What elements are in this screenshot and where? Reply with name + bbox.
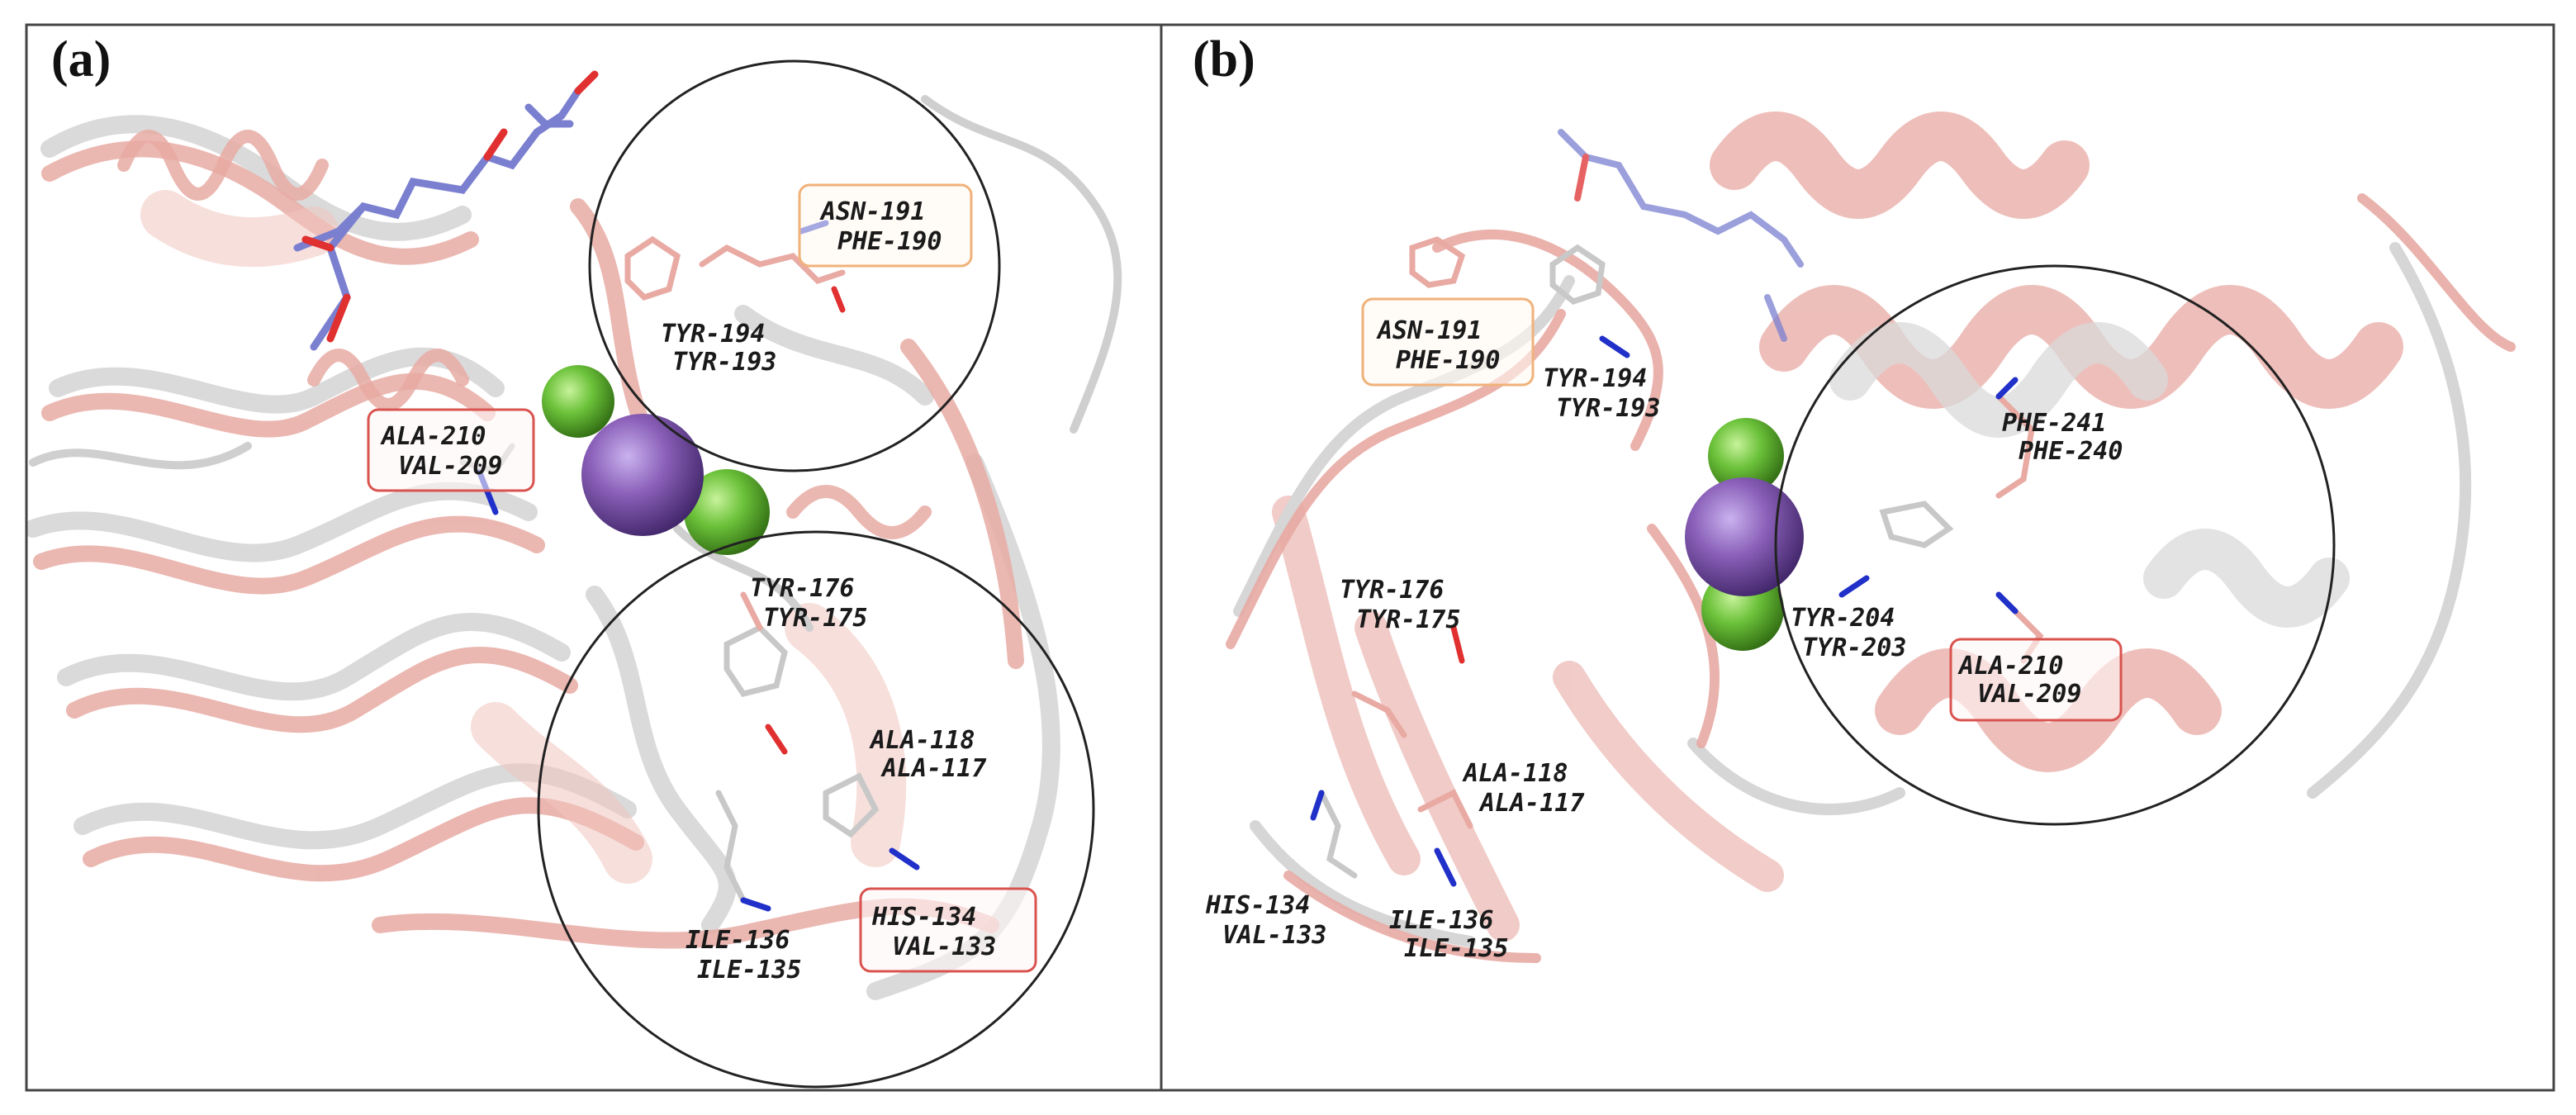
metal-ion [581, 414, 704, 536]
ion-spheres-b [1685, 418, 1804, 651]
metal-ion [1685, 477, 1804, 596]
chloride-ion-1 [542, 365, 614, 438]
panel-label-b: (b) [1193, 31, 1255, 88]
ligand-sticks [293, 70, 599, 351]
chloride-ion-2 [684, 469, 770, 555]
chloride-ion-1 [1708, 418, 1784, 494]
label-box-asn191 [1361, 297, 1535, 387]
label-box-ala210 [367, 408, 535, 492]
label-box-his134 [859, 887, 1037, 973]
figure-frame [25, 23, 2555, 1092]
highlight-circle-lower [537, 530, 1095, 1089]
ion-spheres [542, 365, 770, 555]
label-box-asn191 [798, 183, 973, 268]
panel-a-protein-cartoon [26, 70, 1122, 1000]
label-box-ala210 [1949, 638, 2123, 722]
panel-label-a: (a) [51, 31, 111, 88]
ligand-sticks-b [1558, 129, 1804, 342]
highlight-circle-b [1774, 264, 2336, 826]
residue-sticks-b [1310, 236, 2044, 887]
highlight-circle-upper [588, 59, 1001, 472]
panel-b-protein-cartoon [1226, 112, 2516, 963]
